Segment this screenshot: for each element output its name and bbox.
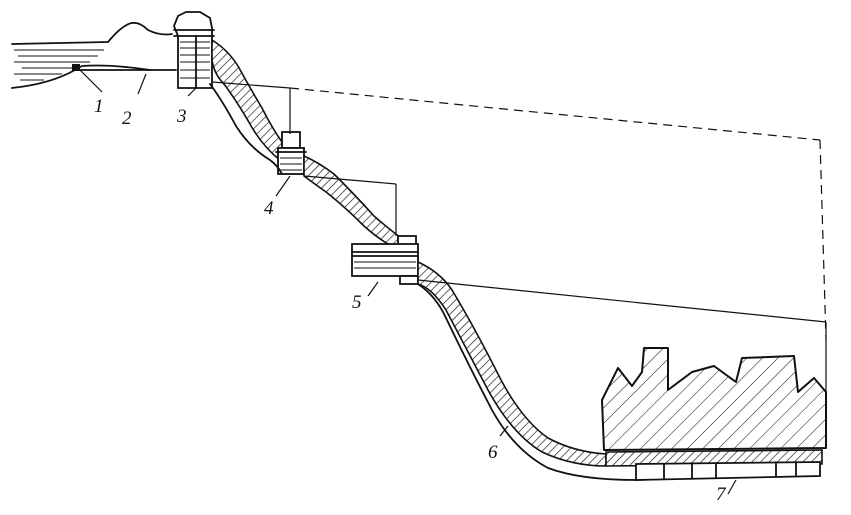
penstock-segment-middle	[303, 154, 405, 254]
surge-tank-4	[275, 131, 307, 175]
reservoir-water-lines	[14, 49, 104, 81]
foundation-blocks-7	[605, 449, 823, 481]
label-4: 4	[264, 198, 274, 219]
upper-reservoir	[11, 21, 173, 89]
label-1: 1	[94, 96, 104, 117]
label-5: 5	[352, 292, 362, 313]
ground-profile-lower	[417, 283, 821, 481]
label-6: 6	[488, 442, 498, 463]
ground-profile-upper	[209, 83, 283, 175]
leader-lines	[79, 69, 737, 495]
penstock-main-6	[417, 260, 607, 467]
label-2: 2	[122, 108, 132, 129]
surge-tank-3	[173, 11, 215, 89]
industrial-buildings	[601, 347, 827, 451]
surge-tank-5	[351, 235, 419, 285]
label-7: 7	[716, 484, 727, 505]
water-intake	[72, 64, 80, 71]
label-3: 3	[176, 106, 187, 127]
head-lines	[211, 81, 827, 448]
